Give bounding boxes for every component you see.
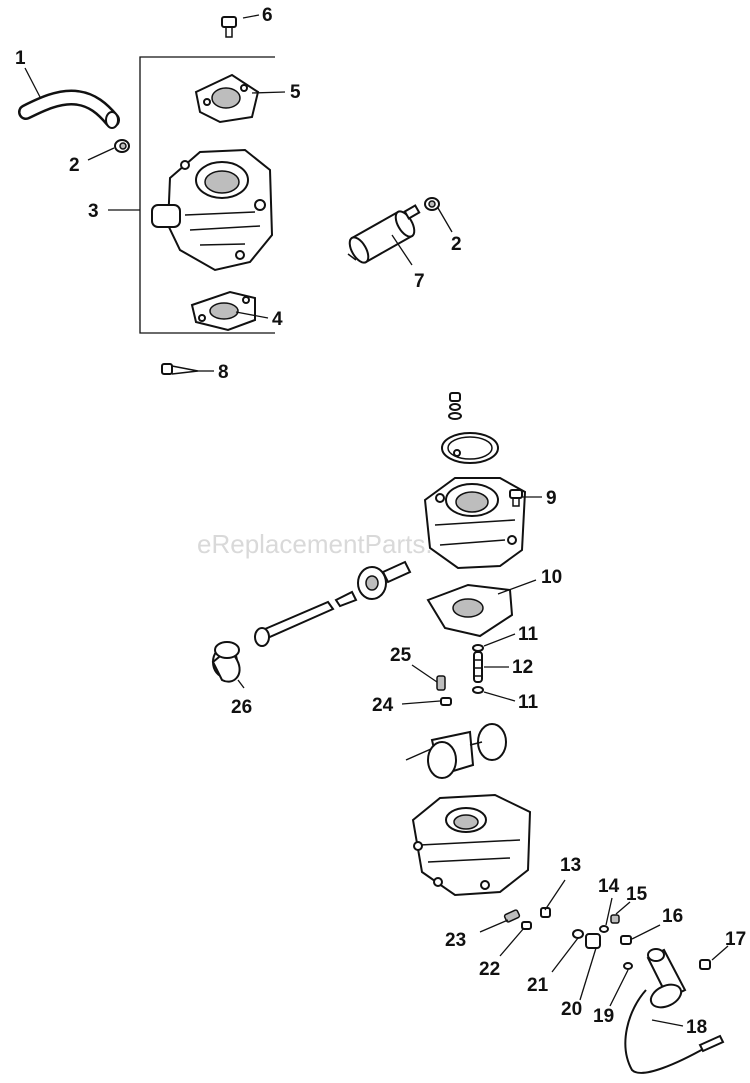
part-13-screw — [540, 907, 551, 918]
callout-4: 4 — [272, 309, 283, 330]
callout-10: 10 — [541, 567, 562, 588]
part-10-gasket — [426, 583, 514, 638]
part-25-spring — [436, 675, 446, 691]
callout-9: 9 — [546, 488, 557, 509]
cover-plate — [441, 432, 499, 464]
part-11-oring-bottom — [472, 686, 484, 694]
part-12-pin — [473, 651, 483, 683]
part-11-oring-top — [472, 644, 484, 652]
callout-11b: 11 — [518, 692, 539, 713]
part-17-screw — [699, 959, 711, 970]
callout-1: 1 — [15, 48, 26, 69]
callout-11: 11 — [518, 624, 539, 645]
callout-18: 18 — [686, 1017, 707, 1038]
callout-8: 8 — [218, 362, 229, 383]
callout-6: 6 — [262, 5, 273, 26]
callout-24: 24 — [372, 695, 394, 716]
float-assembly — [405, 723, 507, 779]
part-8-screw — [161, 363, 199, 375]
leader-lines — [24, 14, 729, 1027]
callout-22: 22 — [479, 959, 500, 980]
part-2-clamp-left — [114, 139, 130, 153]
part-19-oring — [623, 962, 633, 970]
lower-carburetor-body — [411, 793, 532, 897]
callout-5: 5 — [290, 82, 301, 103]
part-24-screw — [440, 697, 452, 706]
part-20-jet — [585, 933, 601, 949]
callout-17: 17 — [725, 929, 746, 950]
cover-screw-and-washers — [448, 392, 462, 420]
callout-20: 20 — [561, 999, 582, 1020]
callout-3: 3 — [88, 201, 99, 222]
callout-labels: 1 2 3 4 5 6 7 2 8 9 10 11 12 11 13 14 15… — [15, 5, 746, 1038]
part-1-hose — [18, 89, 120, 129]
part-7-fuel-filter — [347, 204, 421, 264]
callout-2: 2 — [69, 155, 80, 176]
upper-carburetor-body — [423, 477, 527, 570]
callout-16: 16 — [662, 906, 683, 927]
throttle-shaft-assembly — [254, 560, 412, 647]
callout-21: 21 — [527, 975, 549, 996]
callout-25: 25 — [390, 645, 412, 666]
callout-19: 19 — [593, 1006, 614, 1027]
part-14-oring — [599, 925, 609, 933]
part-5-gasket — [194, 73, 260, 124]
part-2-clamp-right — [424, 197, 440, 211]
callout-7: 7 — [414, 271, 425, 292]
assembly-bracket — [139, 56, 275, 334]
callout-14: 14 — [598, 876, 620, 897]
part-18-solenoid — [624, 948, 725, 1074]
callout-2b: 2 — [451, 234, 462, 255]
part-6-screw — [221, 16, 237, 38]
callout-23: 23 — [445, 930, 466, 951]
callout-13: 13 — [560, 855, 581, 876]
part-21-oring — [572, 929, 584, 939]
part-26-cap — [211, 641, 241, 683]
part-3-carburetor — [151, 148, 274, 272]
part-4-gasket — [190, 290, 256, 332]
callout-15: 15 — [626, 884, 648, 905]
callout-12: 12 — [512, 657, 533, 678]
part-15-fitting — [610, 914, 620, 924]
callout-26: 26 — [231, 697, 252, 718]
part-9-screw — [509, 489, 523, 507]
part-16-screw — [620, 935, 632, 945]
part-23-spring — [503, 909, 521, 923]
part-22-screw — [521, 921, 532, 930]
